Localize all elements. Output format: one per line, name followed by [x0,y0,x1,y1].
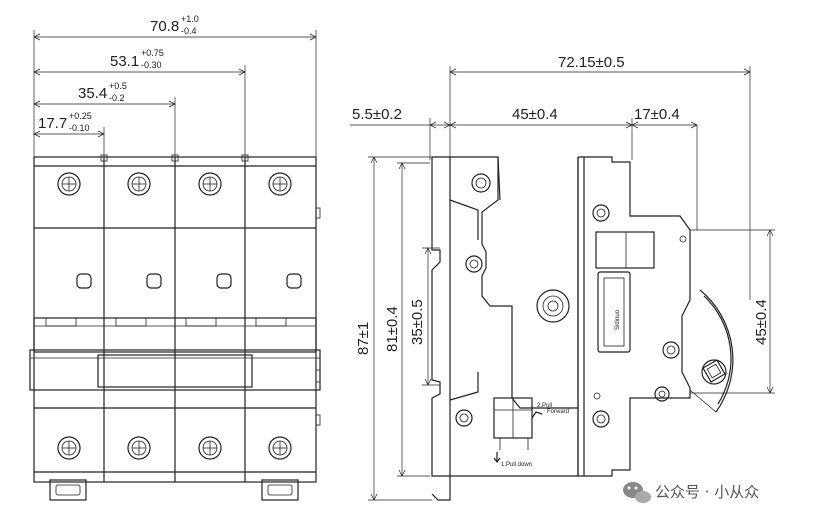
dim-body-depth: 45±0.4 [512,106,558,123]
side-body-outline [432,156,691,477]
dim-height-body: 81±0.4 [384,306,401,352]
front-view: 70.8 +1.0 -0.4 53.1 +0.75 -0.30 35.4 +0.… [29,14,321,501]
dim-cover-depth: 17±0.4 [634,106,680,123]
dim-three-pole-width: 53.1 [110,53,139,70]
screw-bottom-4 [268,436,292,460]
indicator-window-2 [146,273,162,289]
hole-lower-right [654,386,670,402]
hole-top-right [592,204,610,222]
dim-one-pole-tol-lower: -0.10 [69,123,90,133]
screw-top-1 [57,172,81,196]
screw-bottom-2 [127,436,151,460]
pull-forward-label-2: Forward [547,409,569,415]
screw-bottom-1 [57,436,81,460]
dim-one-pole-tol-upper: +0.25 [69,111,92,121]
hole-bottom-right [592,410,610,428]
pull-forward-arrow [531,411,543,419]
dim-front-offset: 5.5±0.2 [352,106,402,123]
handle-knob [701,359,727,385]
din-clip-left [49,479,87,501]
dim-two-pole-tol-lower: -0.2 [109,93,125,103]
hole-right [662,341,680,359]
dim-three-pole-tol-upper: +0.75 [141,48,164,58]
side-view: 72.15±0.5 5.5±0.2 45±0.4 17±0.4 87±1 81±… [350,54,775,501]
indicator-window-3 [216,273,232,289]
handle-arc [699,289,734,413]
hole-mid-left [465,255,483,273]
hole-top-left [471,173,491,193]
dim-depth: 72.15±0.5 [558,54,625,71]
dim-overall-tol-upper: +1.0 [181,14,199,24]
wechat-icon [623,482,651,503]
dim-three-pole-tol-lower: -0.30 [141,60,162,70]
dim-window: 45±0.4 [753,299,770,345]
dim-overall-tol-lower: -0.4 [181,26,197,36]
watermark: 公众号 · 小从众 [623,482,759,503]
dim-two-pole-width: 35.4 [78,85,107,102]
indicator-window-4 [286,273,302,289]
dim-one-pole-width: 17.7 [38,115,67,132]
pull-forward-label: 2.Pull [537,403,552,409]
brand-label: Sidinuo [615,309,621,330]
status-window [595,231,655,269]
dim-rail: 35±0.5 [409,299,426,345]
screw-top-4 [268,172,292,196]
hole-bottom-left [455,409,473,427]
dim-overall-width: 70.8 [150,18,179,35]
dim-height-total: 87±1 [355,322,372,355]
pull-down-label: 1.Pull down [501,462,532,468]
screw-bottom-3 [198,436,222,460]
indicator-window-1 [76,273,92,289]
screw-top-3 [198,172,222,196]
watermark-text: 公众号 · 小从众 [655,483,759,501]
din-clip-right [261,479,299,501]
hole-center [536,289,570,323]
brand-label-plate [597,271,631,353]
dim-two-pole-tol-upper: +0.5 [109,81,127,91]
screw-top-2 [127,172,151,196]
pull-down-arrow [493,452,501,463]
